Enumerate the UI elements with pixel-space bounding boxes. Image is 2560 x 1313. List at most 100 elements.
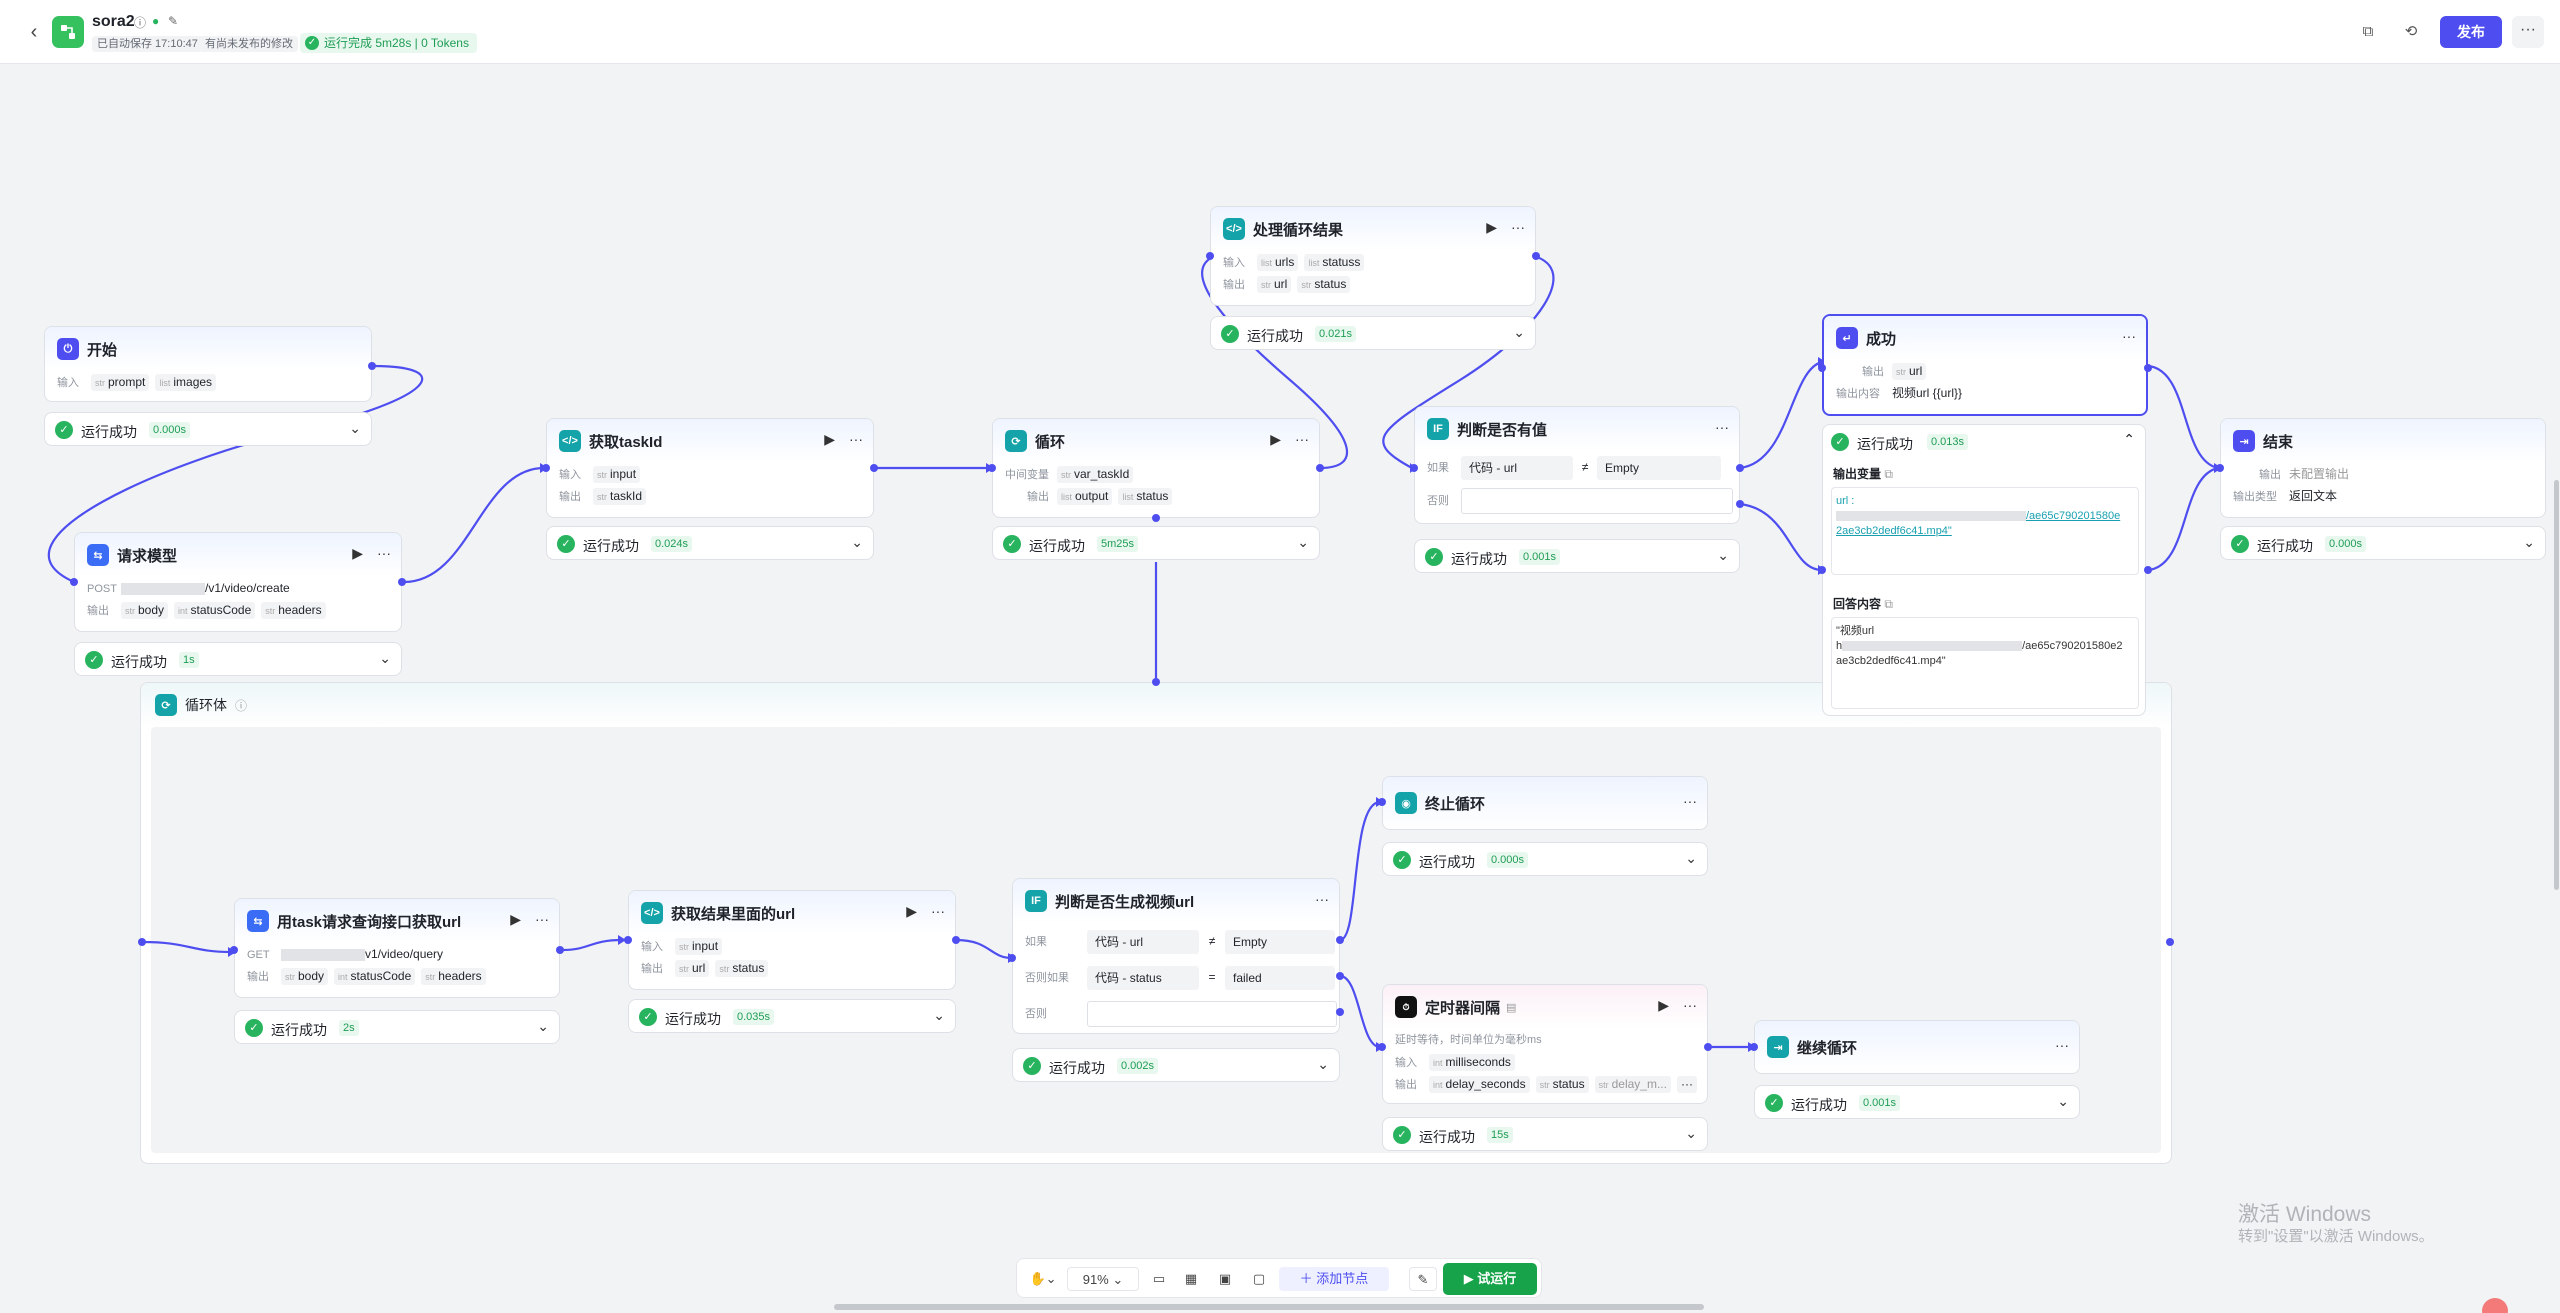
chevron-down-icon[interactable]: ⌄ — [2057, 1093, 2069, 1109]
vertical-scrollbar[interactable] — [2554, 480, 2559, 890]
handle-dot[interactable] — [1750, 1043, 1758, 1051]
url-value[interactable]: /ae65c790201580e — [2026, 510, 2121, 522]
condition-value[interactable]: Empty — [1225, 929, 1335, 954]
run-icon[interactable]: ▶ — [510, 911, 521, 927]
continue-loop-node[interactable]: ⇥继续循环··· — [1754, 1020, 2080, 1074]
more-icon[interactable]: ··· — [2055, 1037, 2069, 1053]
pin-icon[interactable]: ✎ — [1409, 1267, 1437, 1291]
more-icon[interactable]: ··· — [849, 431, 863, 447]
handle-dot[interactable] — [542, 464, 550, 472]
handle-dot[interactable] — [2216, 464, 2224, 472]
run-icon[interactable]: ▶ — [352, 545, 363, 561]
info-icon[interactable]: ⓘ — [134, 16, 147, 30]
handle-dot[interactable] — [1818, 566, 1826, 574]
chevron-down-icon[interactable]: ⌄ — [933, 1007, 945, 1023]
stop-loop-node[interactable]: ◉终止循环··· — [1382, 776, 1708, 830]
more-icon[interactable]: ··· — [1683, 997, 1697, 1013]
chevron-down-icon[interactable]: ⌄ — [349, 420, 361, 436]
more-icon[interactable]: ··· — [1511, 219, 1525, 235]
handle-dot[interactable] — [1410, 464, 1418, 472]
comment-icon[interactable]: ▭ — [1152, 1271, 1166, 1286]
condition-value[interactable]: Empty — [1597, 455, 1721, 480]
more-icon[interactable]: ··· — [1715, 419, 1729, 435]
handle-dot[interactable] — [870, 464, 878, 472]
more-icon[interactable]: ··· — [1295, 431, 1309, 447]
condition-var[interactable]: 代码 - url — [1461, 455, 1573, 480]
edit-icon[interactable]: ✎ — [168, 14, 179, 28]
history-icon[interactable]: ⟲ — [2404, 23, 2418, 40]
more-vars-chip[interactable]: ··· — [1676, 1076, 1697, 1093]
copy-icon[interactable]: ⧉ — [2362, 23, 2374, 40]
handle-dot[interactable] — [2144, 364, 2152, 372]
handle-dot[interactable] — [2166, 938, 2174, 946]
handle-dot[interactable] — [988, 464, 996, 472]
add-node-button[interactable]: ＋ 添加节点 — [1279, 1267, 1389, 1291]
grid-icon[interactable]: ▦ — [1184, 1271, 1198, 1286]
copy-icon[interactable]: ⧉ — [1884, 597, 1893, 611]
handle-dot[interactable] — [1008, 954, 1016, 962]
chevron-up-icon[interactable]: ⌃ — [2123, 431, 2135, 447]
hand-tool-icon[interactable]: ✋⌄ — [1029, 1271, 1057, 1286]
minimap-icon[interactable]: ▢ — [1252, 1271, 1266, 1286]
back-button[interactable]: ‹ — [30, 21, 38, 43]
handle-dot[interactable] — [2144, 566, 2152, 574]
handle-dot[interactable] — [230, 946, 238, 954]
zoom-select[interactable]: 91% ⌄ — [1067, 1267, 1139, 1291]
handle-dot[interactable] — [1704, 1043, 1712, 1051]
test-run-button[interactable]: ▶ 试运行 — [1443, 1263, 1537, 1295]
handle-dot[interactable] — [70, 578, 78, 586]
else-drop-zone[interactable] — [1461, 487, 1733, 514]
more-icon[interactable]: ··· — [377, 545, 391, 561]
handle-dot[interactable] — [556, 946, 564, 954]
handle-dot[interactable] — [1336, 972, 1344, 980]
more-icon[interactable]: ··· — [1315, 891, 1329, 907]
handle-dot[interactable] — [1336, 936, 1344, 944]
run-icon[interactable]: ▶ — [1270, 431, 1281, 447]
handle-dot[interactable] — [1152, 514, 1160, 522]
copy-icon[interactable]: ⧉ — [1884, 467, 1893, 481]
run-icon[interactable]: ▶ — [1658, 997, 1669, 1013]
image-icon[interactable]: ▣ — [1218, 1271, 1232, 1286]
more-icon[interactable]: ··· — [1683, 793, 1697, 809]
else-drop-zone[interactable] — [1087, 1000, 1337, 1027]
run-icon[interactable]: ▶ — [906, 903, 917, 919]
condition-var[interactable]: 代码 - url — [1087, 929, 1199, 954]
chevron-down-icon[interactable]: ⌄ — [1317, 1056, 1329, 1072]
avatar[interactable] — [2482, 1298, 2508, 1313]
more-icon[interactable]: ··· — [535, 911, 549, 927]
run-icon[interactable]: ▶ — [824, 431, 835, 447]
handle-dot[interactable] — [138, 938, 146, 946]
chevron-down-icon[interactable]: ⌄ — [379, 650, 391, 666]
chevron-down-icon[interactable]: ⌄ — [1513, 324, 1525, 340]
handle-dot[interactable] — [1152, 678, 1160, 686]
more-icon[interactable]: ··· — [931, 903, 945, 919]
chevron-down-icon[interactable]: ⌄ — [851, 534, 863, 550]
handle-dot[interactable] — [1818, 364, 1826, 372]
doc-icon[interactable]: ▤ — [1506, 1001, 1517, 1014]
chevron-down-icon[interactable]: ⌄ — [537, 1018, 549, 1034]
more-menu-button[interactable]: ··· — [2512, 16, 2544, 48]
handle-dot[interactable] — [624, 936, 632, 944]
chevron-down-icon[interactable]: ⌄ — [1685, 850, 1697, 866]
handle-dot[interactable] — [398, 578, 406, 586]
run-icon[interactable]: ▶ — [1486, 219, 1497, 235]
handle-dot[interactable] — [1378, 1043, 1386, 1051]
